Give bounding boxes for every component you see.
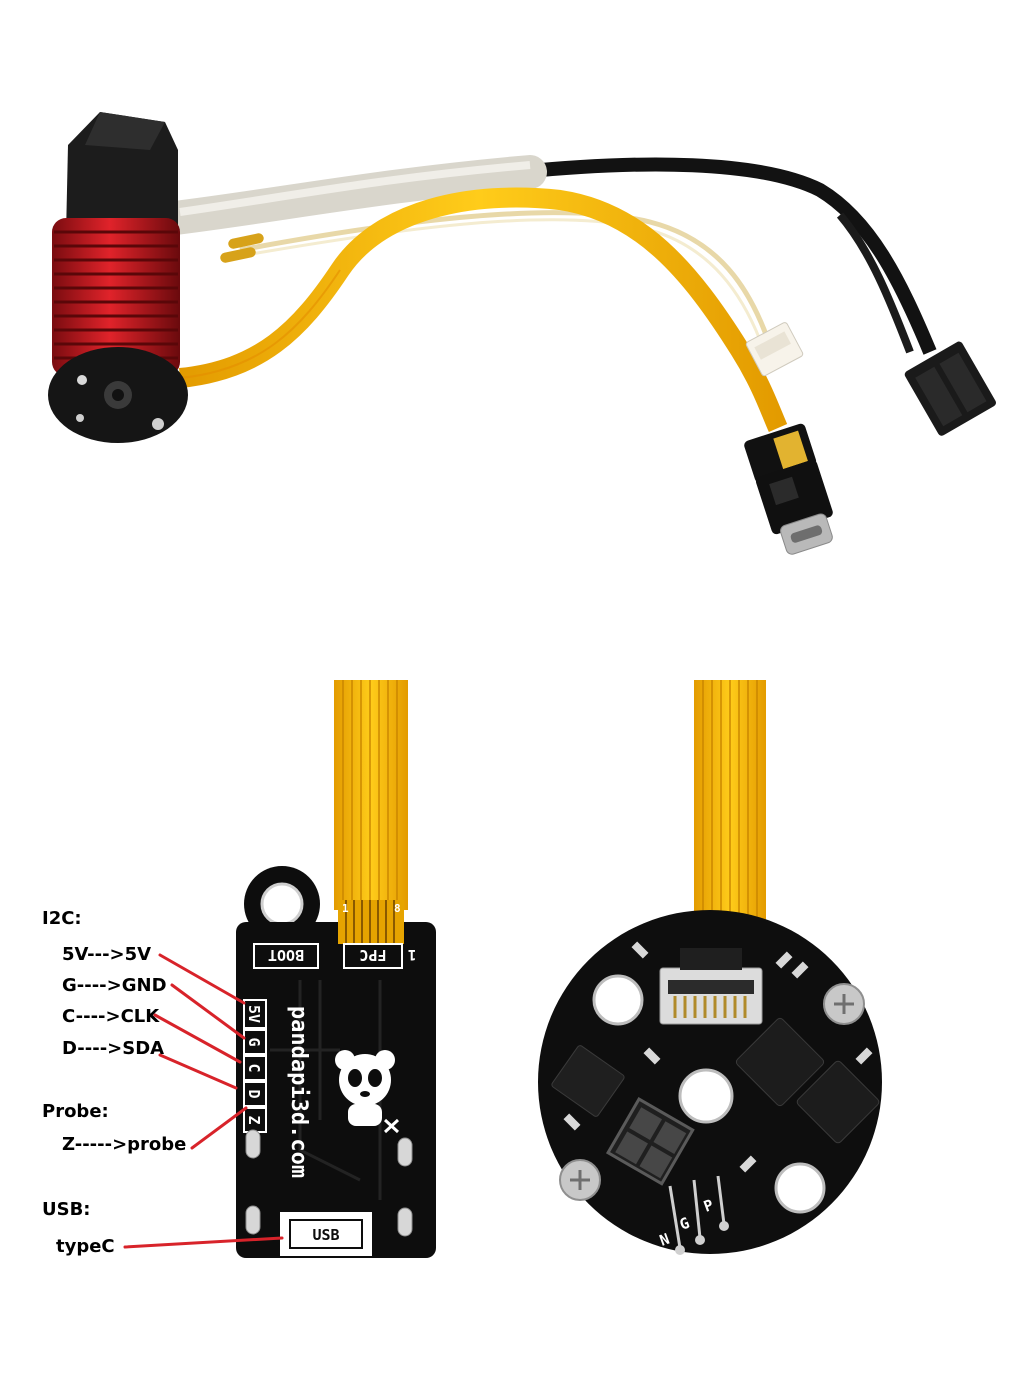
usb-silkscreen: USB [312, 1226, 339, 1244]
boot-silkscreen: BOOT [268, 946, 304, 964]
pin-5v-silkscreen: 5V [245, 1005, 263, 1023]
power-connector [904, 341, 996, 436]
hall-sensor [605, 1096, 695, 1186]
usb-typec-label: typeC [56, 1236, 115, 1257]
i2c-c-label: C---->CLK [62, 1006, 160, 1027]
probe-sensor-board: N G P [538, 680, 882, 1255]
probe-heading: Probe: [42, 1101, 109, 1122]
leader-lines [123, 953, 284, 1249]
fpc-pin-silkscreen: 1 [408, 946, 416, 962]
leader-z [190, 1106, 248, 1150]
leader-d [158, 1053, 238, 1090]
usb-heading: USB: [42, 1199, 91, 1220]
panda-logo-icon [335, 1050, 400, 1134]
hotend-assembly [48, 112, 996, 555]
i2c-5v-label: 5V--->5V [62, 944, 152, 965]
fpc-pin-8-mark: 8 [394, 902, 401, 915]
white-sleeve [158, 155, 547, 235]
leader-c [153, 1013, 242, 1064]
pin-g-silkscreen: G [245, 1037, 263, 1046]
adapter-board-back: 1 8 BOOT FPC 1 5V G C D Z pandapi3d.com [236, 680, 436, 1258]
usb-adapter-board [744, 423, 833, 555]
pin-label-column: 5V G C D Z [243, 999, 267, 1133]
pin-c-silkscreen: C [245, 1063, 263, 1072]
i2c-d-label: D---->SDA [62, 1038, 165, 1059]
pin-z-silkscreen: Z [245, 1115, 263, 1124]
leader-g [170, 983, 246, 1040]
heatsink [52, 218, 180, 376]
probe-z-label: Z----->probe [62, 1134, 187, 1155]
i2c-heading: I2C: [42, 908, 82, 929]
fpc-pin-1-mark: 1 [342, 902, 349, 915]
pin-d-silkscreen: D [245, 1089, 263, 1098]
orange-flex-cable [178, 187, 788, 433]
i2c-g-label: G---->GND [62, 975, 167, 996]
leader-usb [123, 1236, 284, 1249]
pcb-body [236, 922, 436, 1258]
brand-silkscreen: pandapi3d.com [286, 1006, 311, 1178]
thermistor-connector [745, 322, 804, 377]
leader-5v [158, 953, 246, 1005]
black-power-cable [519, 157, 937, 355]
fpc-silkscreen: FPC [359, 946, 386, 964]
